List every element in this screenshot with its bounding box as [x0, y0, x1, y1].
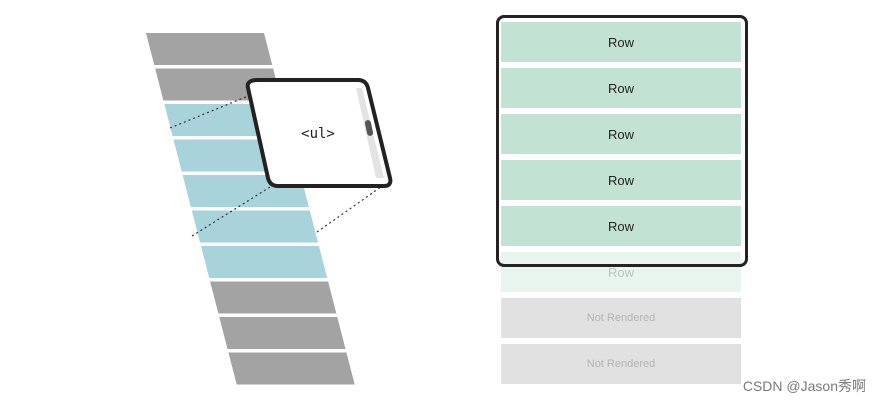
rendered-row: Row — [501, 160, 741, 200]
ul-viewport: <ul> — [245, 78, 393, 188]
ul-label: <ul> — [301, 126, 335, 142]
scrollbar-thumb — [364, 120, 374, 136]
projection-line — [169, 91, 259, 129]
strip-row-visible — [200, 246, 328, 278]
projection-line — [191, 181, 279, 237]
strip-row — [219, 317, 346, 349]
partially-rendered-row: Row — [501, 252, 741, 292]
list-strip — [146, 33, 355, 385]
rendered-row: Row — [501, 206, 741, 246]
ul-viewport-frame — [245, 78, 393, 188]
watermark: CSDN @Jason秀啊 — [742, 378, 866, 394]
not-rendered-row: Not Rendered — [501, 298, 741, 338]
rendered-row: Row — [501, 68, 741, 108]
strip-row — [146, 33, 273, 65]
rendered-row: Row — [501, 114, 741, 154]
scroll-viewport-frame — [496, 15, 748, 267]
projection-lines — [169, 85, 389, 237]
strip-row — [228, 352, 355, 385]
projection-line — [316, 181, 389, 233]
strip-row-visible — [191, 210, 319, 243]
rendered-row: Row — [501, 22, 741, 62]
list-strip-diagram: <ul> — [146, 33, 393, 385]
not-rendered-row: Not Rendered — [501, 344, 741, 384]
strip-row — [210, 281, 337, 314]
